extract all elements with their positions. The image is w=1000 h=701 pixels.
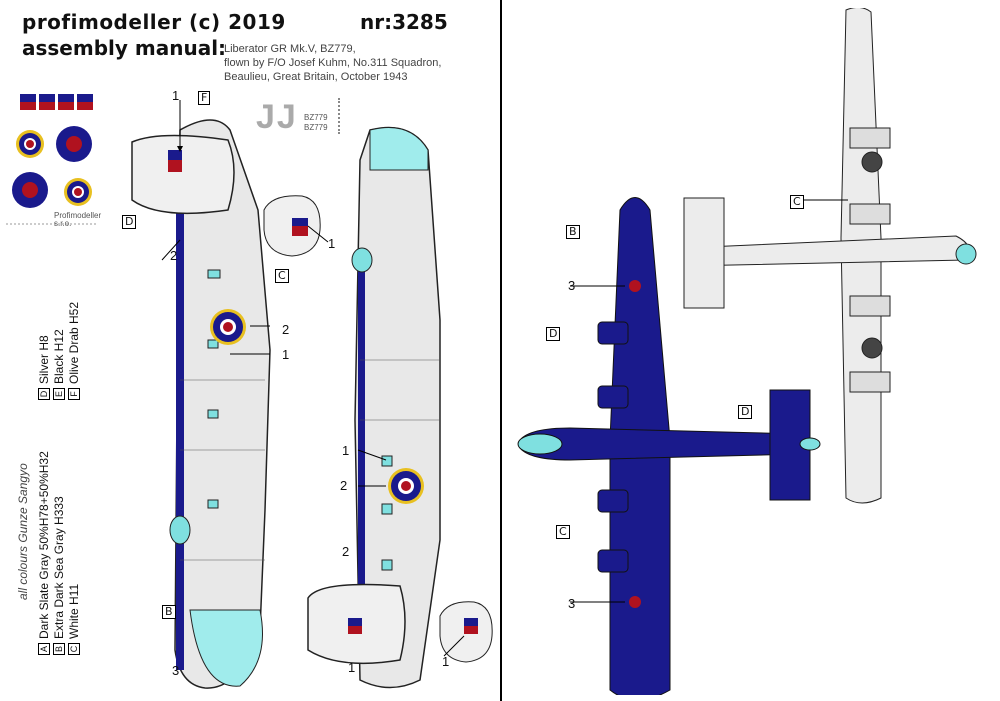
info-line-3: Beaulieu, Great Britain, October 1943 [224, 71, 408, 83]
colour-row-c: C White H11 [66, 395, 81, 655]
colour-text-e: Black H12 [51, 329, 66, 384]
fin-flash-row [20, 94, 93, 110]
callout-f: F [198, 86, 211, 105]
colour-row-b: B Extra Dark Sea Gray H333 [51, 395, 66, 655]
roundel-decals [12, 126, 92, 208]
callout-c-bottom-label: C [556, 525, 570, 539]
callout-f-label: F [198, 91, 211, 105]
callout-d-bottom-label: D [546, 327, 561, 341]
colour-key-d: D [37, 388, 50, 400]
decal-sheet-label: Profimodeller s.r.o. [54, 211, 102, 228]
underside-view [517, 197, 821, 695]
colour-legend-left: A Dark Slate Gray 50%H78+50%H32 B Extra Da… [36, 395, 81, 655]
callout-b-left: B [162, 600, 176, 619]
colour-legend-right: D Silver H8 E Black H12 F Olive Drab H52 [36, 280, 81, 400]
colour-row-d: D Silver H8 [36, 280, 51, 400]
colour-text-b: Extra Dark Sea Gray H333 [51, 496, 66, 639]
top-view [683, 8, 977, 504]
callout-b-left-label: B [162, 605, 176, 619]
callout-1-right-code: 1 [342, 443, 350, 458]
colour-key-b: B [52, 643, 65, 655]
code-letters: JJ [256, 98, 298, 136]
decal-sheet: Profimodeller s.r.o. [6, 88, 101, 228]
serial-1: BZ779 [304, 113, 328, 122]
page-divider [500, 0, 502, 701]
colour-row-a: A Dark Slate Gray 50%H78+50%H32 [36, 395, 51, 655]
callout-3-left: 3 [172, 663, 180, 678]
colour-row-e: E Black H12 [51, 280, 66, 400]
info-line-2: flown by F/O Josef Kuhm, No.311 Squadron… [224, 57, 442, 69]
callout-d-left-label: D [122, 215, 137, 229]
colour-note: all colours Gunze Sangyo [16, 463, 30, 600]
callout-2-right-roundel: 2 [340, 478, 348, 493]
callout-c-left: C [275, 264, 289, 283]
callout-d-bottom: D [546, 322, 561, 341]
callout-1-tail-detail-right: 1 [442, 654, 450, 669]
callout-c-top-label: C [790, 195, 804, 209]
kit-number: nr:3285 [360, 10, 448, 34]
callout-2-left-upper: 2 [170, 248, 178, 263]
brand-title: profimodeller (c) 2019 [22, 10, 286, 34]
colour-text-d: Silver H8 [36, 335, 51, 384]
callout-c-bottom: C [556, 520, 570, 539]
callout-b-bottom-label: B [566, 225, 580, 239]
colour-key-e: E [52, 388, 65, 400]
callout-c-top: C [790, 190, 804, 209]
port-side-view [131, 100, 271, 689]
callout-1-tail-left: 1 [172, 88, 180, 103]
callout-d-tail: D [738, 400, 753, 419]
tail-detail-left [263, 195, 329, 257]
serial-marker [338, 98, 342, 134]
colour-text-c: White H11 [66, 583, 81, 639]
info-line-1: Liberator GR Mk.V, BZ779, [224, 43, 356, 55]
serial-2: BZ779 [304, 123, 328, 132]
manual-subtitle: assembly manual: [22, 36, 227, 60]
colour-key-a: A [37, 643, 50, 655]
tail-detail-right [439, 601, 493, 663]
colour-text-f: Olive Drab H52 [66, 301, 81, 384]
callout-b-bottom: B [566, 220, 580, 239]
callout-3-bottom-lower: 3 [568, 596, 576, 611]
callout-d-tail-label: D [738, 405, 753, 419]
callout-2-right-lower: 2 [342, 544, 350, 559]
callout-1-tail-detail-left: 1 [328, 236, 336, 251]
callout-1-right-tail: 1 [348, 660, 356, 675]
callout-1-code-left: 1 [282, 347, 290, 362]
callout-3-bottom-upper: 3 [568, 278, 576, 293]
aircraft-info: Liberator GR Mk.V, BZ779, flown by F/O J… [224, 42, 484, 84]
callout-d-left: D [122, 210, 137, 229]
starboard-side-view [307, 126, 441, 689]
callout-2-roundel-left: 2 [282, 322, 290, 337]
decal-sheet-graphic [6, 94, 96, 225]
colour-row-f: F Olive Drab H52 [66, 280, 81, 400]
colour-key-c: C [67, 643, 80, 655]
callout-c-left-label: C [275, 269, 289, 283]
colour-key-f: F [67, 388, 80, 400]
colour-text-a: Dark Slate Gray 50%H78+50%H32 [36, 451, 51, 639]
